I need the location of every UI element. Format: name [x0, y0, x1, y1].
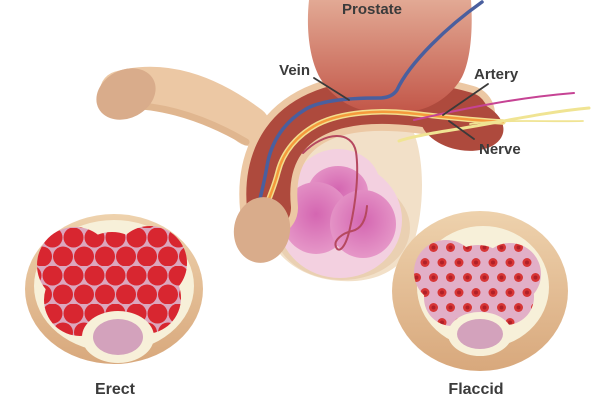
nerve-line	[397, 106, 591, 143]
flaccid-caption: Flaccid	[448, 381, 503, 398]
vessel-magenta-line	[413, 92, 575, 121]
nerve-pointer-line	[448, 120, 475, 140]
artery-pointer-line	[442, 83, 489, 116]
penis-flaccid-glans	[96, 68, 156, 120]
flaccid-corpora-cavernosa	[414, 240, 541, 326]
prostate-shape	[307, 0, 472, 114]
shaft-glans	[233, 197, 291, 263]
flaccid-cross-section	[392, 211, 568, 371]
artery-line	[265, 110, 505, 207]
erect-urethra	[93, 319, 143, 355]
nerve-line-secondary	[469, 120, 584, 125]
vein-pointer-line	[313, 77, 350, 101]
prostate-label: Prostate	[342, 1, 402, 18]
vein-label: Vein	[279, 62, 310, 79]
erect-cross-section	[25, 214, 203, 364]
shaft-root	[420, 97, 504, 151]
erect-caption: Erect	[95, 381, 136, 398]
flaccid-urethra	[457, 319, 503, 349]
vein-line	[257, 0, 484, 205]
vas-deferens-line	[302, 135, 368, 251]
artery-label: Artery	[474, 66, 519, 83]
nerve-label: Nerve	[479, 141, 521, 158]
